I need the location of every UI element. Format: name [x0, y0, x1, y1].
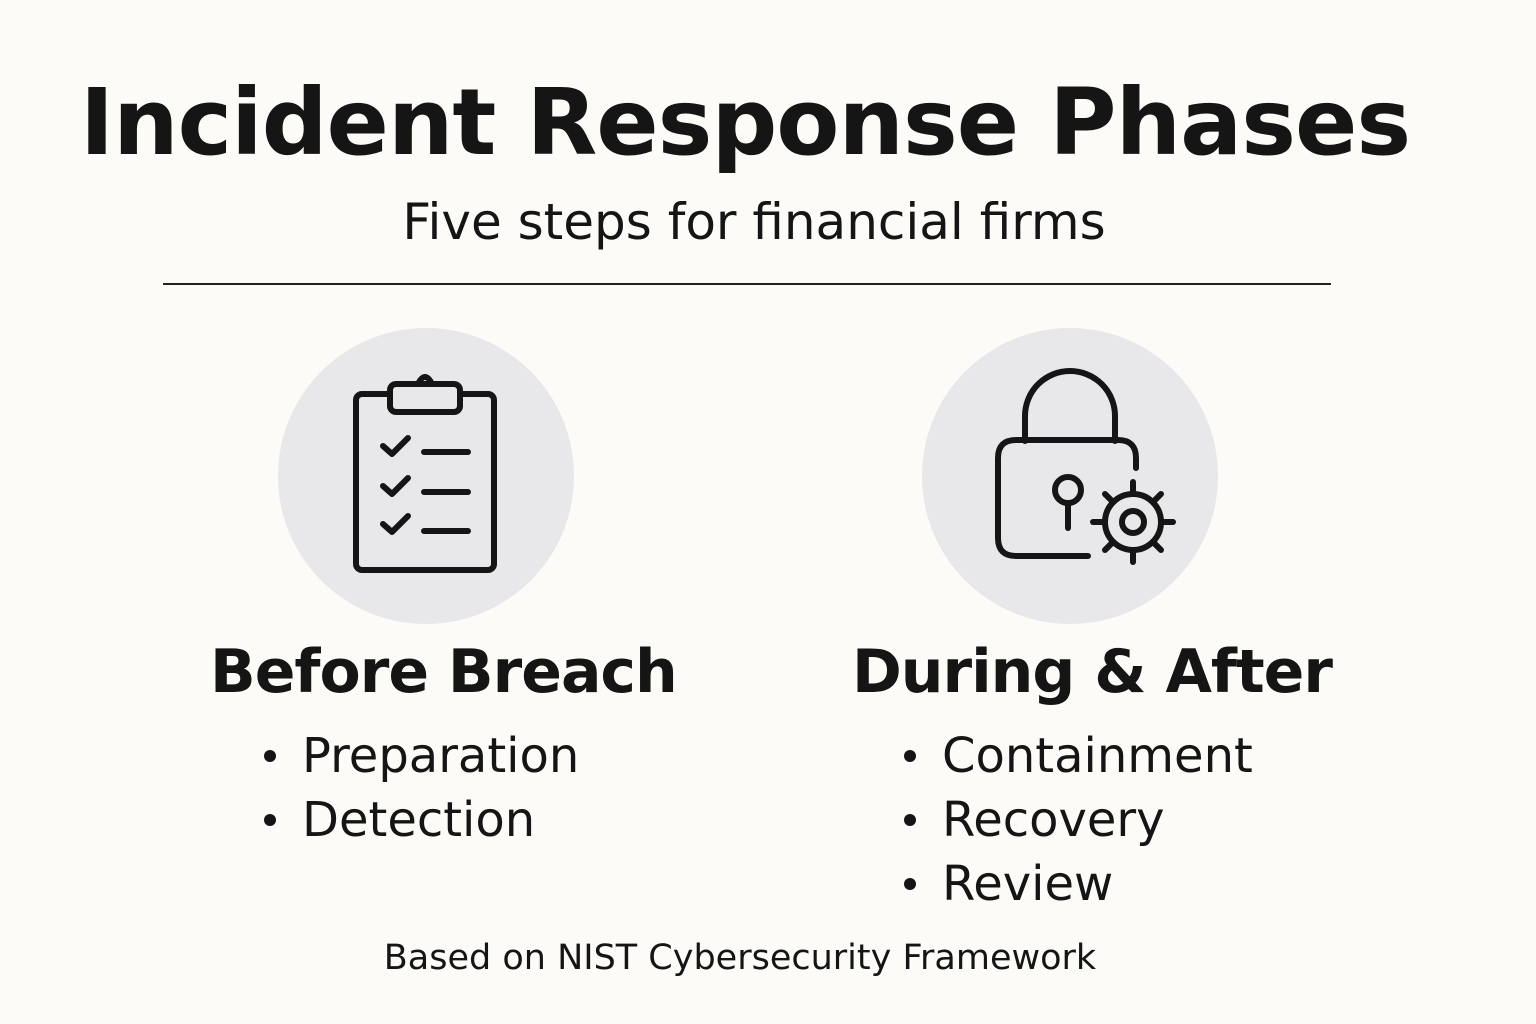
page-subtitle: Five steps for financial firms [402, 193, 1106, 251]
before-breach-icon-badge [278, 328, 574, 624]
during-after-icon-badge [922, 328, 1218, 624]
bullet-dot [264, 814, 276, 826]
bullet-dot [904, 750, 916, 762]
clipboard-checklist-icon [353, 374, 497, 573]
list-item-label: Detection [302, 792, 536, 848]
list-item: Recovery [900, 788, 1253, 852]
list-item: Detection [260, 788, 579, 852]
before-breach-list: Preparation Detection [260, 724, 579, 852]
list-item: Containment [900, 724, 1253, 788]
page-title: Incident Response Phases [79, 69, 1411, 176]
list-item-label: Containment [942, 728, 1253, 784]
bullet-dot [264, 750, 276, 762]
before-breach-heading: Before Breach [210, 637, 678, 707]
padlock-gear-icon [995, 368, 1176, 565]
footer-note: Based on NIST Cybersecurity Framework [383, 938, 1097, 978]
bullet-dot [904, 878, 916, 890]
header-divider [163, 283, 1331, 285]
list-item: Review [900, 852, 1253, 916]
list-item-label: Preparation [302, 728, 580, 784]
during-after-heading: During & After [852, 637, 1333, 707]
list-item: Preparation [260, 724, 579, 788]
list-item-label: Recovery [942, 792, 1165, 848]
bullet-dot [904, 814, 916, 826]
during-after-list: Containment Recovery Review [900, 724, 1253, 916]
list-item-label: Review [942, 856, 1114, 912]
